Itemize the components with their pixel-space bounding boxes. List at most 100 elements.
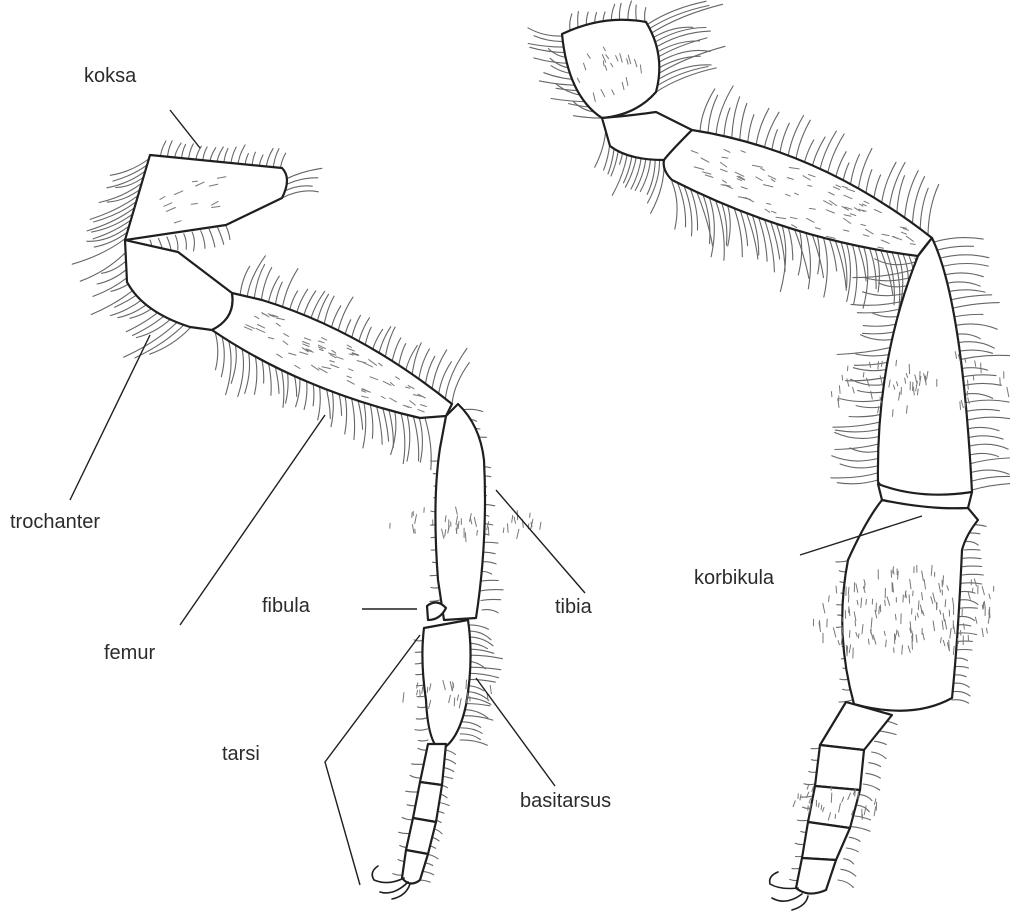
hair-stroke — [672, 182, 677, 229]
surface-mark — [855, 621, 856, 626]
hair-stroke — [953, 691, 970, 695]
hair-stroke — [415, 729, 428, 730]
hair-stroke — [838, 880, 853, 888]
surface-mark — [849, 609, 850, 615]
surface-mark — [842, 375, 843, 380]
hair-stroke — [972, 483, 1010, 490]
surface-mark — [477, 531, 478, 536]
surface-mark — [885, 600, 886, 605]
surface-mark — [918, 601, 919, 610]
hair-stroke — [215, 332, 218, 370]
surface-mark — [907, 406, 908, 414]
hair-stroke — [934, 238, 983, 242]
hair-stroke — [482, 610, 498, 613]
hair-stroke — [94, 232, 128, 247]
surface-mark — [422, 687, 423, 694]
hair-stroke — [858, 805, 870, 812]
hair-stroke — [841, 869, 856, 876]
surface-mark — [821, 805, 822, 810]
surface-mark — [838, 641, 839, 645]
surface-mark — [909, 595, 910, 603]
surface-mark — [982, 628, 983, 636]
surface-mark — [831, 793, 832, 802]
surface-mark — [879, 607, 880, 614]
hair-stroke — [650, 27, 693, 40]
hair-stroke — [969, 470, 1009, 474]
surface-mark — [953, 646, 954, 654]
surface-mark — [514, 517, 515, 523]
leg-hairs — [72, 1, 1010, 888]
label-koksa: koksa — [84, 65, 137, 87]
right-leg — [562, 20, 978, 910]
surface-mark — [984, 601, 985, 608]
surface-mark — [847, 379, 849, 387]
surface-mark — [1000, 378, 1001, 386]
surface-mark — [902, 645, 903, 654]
surface-mark — [517, 529, 519, 538]
surface-mark — [975, 361, 976, 367]
hair-stroke — [460, 734, 480, 740]
koksa-leader — [170, 110, 200, 148]
surface-mark — [193, 181, 198, 182]
hair-stroke — [879, 247, 892, 295]
surface-mark — [965, 403, 966, 408]
surface-mark — [839, 386, 840, 394]
hair-stroke — [461, 728, 482, 733]
hair-stroke — [400, 408, 405, 464]
hair-stroke — [953, 683, 969, 687]
hair-stroke — [534, 36, 565, 42]
right-coxa-segment — [562, 20, 659, 118]
hair-stroke — [860, 795, 872, 801]
hair-stroke — [938, 264, 988, 268]
hair-stroke — [72, 238, 126, 264]
surface-mark — [896, 360, 897, 366]
surface-mark — [974, 579, 976, 586]
surface-mark — [960, 402, 961, 410]
hair-stroke — [254, 265, 265, 304]
hair-stroke — [201, 231, 205, 249]
surface-mark — [503, 528, 504, 533]
surface-mark — [836, 586, 837, 593]
hair-stroke — [835, 442, 885, 449]
hair-stroke — [480, 590, 503, 591]
surface-mark — [809, 799, 811, 803]
hair-stroke — [708, 193, 715, 257]
hair-stroke — [869, 763, 881, 767]
hair-stroke — [853, 270, 914, 278]
hair-stroke — [282, 191, 318, 198]
hair-stroke — [874, 741, 886, 744]
surface-mark — [465, 533, 466, 542]
hair-stroke — [852, 827, 870, 832]
surface-mark — [949, 640, 950, 650]
surface-mark — [895, 615, 896, 620]
hair-stroke — [135, 323, 186, 358]
hair-stroke — [920, 188, 928, 232]
surface-mark — [989, 594, 990, 599]
hair-stroke — [964, 436, 1003, 439]
hair-stroke — [955, 658, 967, 660]
right-basitarsus-segment — [842, 500, 978, 711]
surface-mark — [829, 596, 830, 602]
left-trochanter-segment — [125, 240, 233, 330]
surface-mark — [975, 617, 977, 623]
hair-stroke — [844, 859, 854, 864]
hair-stroke — [962, 417, 1010, 421]
hair-stroke — [221, 335, 224, 377]
hair-stroke — [863, 784, 880, 790]
surface-mark — [540, 522, 541, 529]
hair-stroke — [955, 666, 969, 668]
hair-stroke — [831, 473, 879, 478]
trochanter-leader — [70, 335, 150, 500]
label-tibia: tibia — [555, 596, 593, 618]
hair-stroke — [866, 773, 880, 778]
hair-stroke — [481, 599, 501, 600]
surface-mark — [858, 634, 859, 638]
surface-mark — [823, 603, 825, 613]
hair-stroke — [959, 608, 977, 609]
hair-stroke — [809, 771, 817, 772]
surface-mark — [882, 361, 883, 366]
hair-stroke — [461, 722, 480, 728]
basitarsus-leader — [476, 678, 555, 786]
hair-stroke — [528, 44, 568, 48]
surface-mark — [807, 784, 809, 789]
